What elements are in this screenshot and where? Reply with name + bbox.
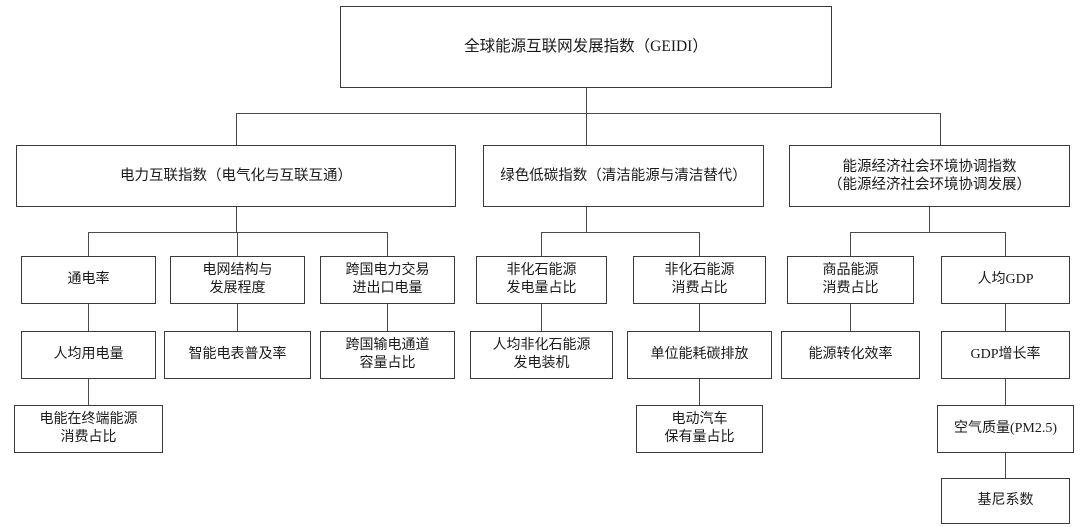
connector-level2-bus xyxy=(236,113,941,115)
node-root-geidi-label: 全球能源互联网发展指数（GEIDI） xyxy=(464,38,708,56)
node-power-c2-r1[interactable]: 电网结构与 发展程度 xyxy=(170,256,305,304)
connector-power-drop-1 xyxy=(88,232,90,256)
connector-chain-e1-a xyxy=(850,304,852,331)
node-power-c2-r2[interactable]: 智能电表普及率 xyxy=(164,331,311,379)
node-green-c1-r1[interactable]: 非化石能源 发电量占比 xyxy=(476,256,607,304)
node-power-c3-r2-label: 跨国输电通道 容量占比 xyxy=(345,338,430,371)
node-power-c1-r3[interactable]: 电能在终端能源 消费占比 xyxy=(14,405,163,453)
connector-green-bus xyxy=(541,232,700,234)
connector-power-drop-3 xyxy=(387,232,389,256)
node-power-c2-r1-label: 电网结构与 发展程度 xyxy=(202,263,273,296)
connector-eco-drop-1 xyxy=(850,232,852,256)
node-root-geidi[interactable]: 全球能源互联网发展指数（GEIDI） xyxy=(340,6,832,88)
node-eco-c2-r2-label: GDP增长率 xyxy=(970,347,1041,363)
node-eco-c2-r2[interactable]: GDP增长率 xyxy=(941,331,1070,379)
node-eco-c2-r4-label: 基尼系数 xyxy=(977,493,1034,509)
connector-green-drop-2 xyxy=(699,232,701,256)
connector-chain-g1-a xyxy=(541,304,543,331)
node-eco-c2-r1[interactable]: 人均GDP xyxy=(941,256,1070,304)
node-power-c1-r1[interactable]: 通电率 xyxy=(21,256,156,304)
node-green-c1-r2[interactable]: 人均非化石能源 发电装机 xyxy=(470,331,613,379)
node-eco-c2-r3[interactable]: 空气质量(PM2.5) xyxy=(937,405,1074,453)
node-level2-power-interconnection-label: 电力互联指数（电气化与互联互通） xyxy=(120,167,352,184)
node-level2-energy-eco-social-env[interactable]: 能源经济社会环境协调指数 （能源经济社会环境协调发展） xyxy=(789,145,1070,207)
connector-eco-down xyxy=(929,207,931,233)
node-eco-c2-r4[interactable]: 基尼系数 xyxy=(941,478,1070,524)
node-level2-energy-eco-social-env-label: 能源经济社会环境协调指数 （能源经济社会环境协调发展） xyxy=(828,158,1031,193)
connector-eco-bus xyxy=(850,232,1006,234)
node-green-c2-r3[interactable]: 电动汽车 保有量占比 xyxy=(636,405,763,453)
connector-chain-e2-c xyxy=(1005,453,1007,478)
connector-level2-drop-eco xyxy=(940,113,942,145)
node-green-c1-r1-label: 非化石能源 发电量占比 xyxy=(506,263,577,296)
node-power-c1-r2[interactable]: 人均用电量 xyxy=(21,331,156,379)
node-power-c1-r3-label: 电能在终端能源 消费占比 xyxy=(39,412,138,445)
node-eco-c2-r1-label: 人均GDP xyxy=(977,272,1034,288)
connector-chain-g2-a xyxy=(699,304,701,331)
node-eco-c1-r2[interactable]: 能源转化效率 xyxy=(781,331,920,379)
connector-level2-drop-green xyxy=(586,113,588,145)
node-level2-green-low-carbon[interactable]: 绿色低碳指数（清洁能源与清洁替代） xyxy=(483,145,764,207)
connector-green-down xyxy=(586,207,588,233)
connector-green-drop-1 xyxy=(541,232,543,256)
node-level2-green-low-carbon-label: 绿色低碳指数（清洁能源与清洁替代） xyxy=(500,167,747,184)
node-green-c1-r2-label: 人均非化石能源 发电装机 xyxy=(492,338,591,371)
connector-chain-e2-b xyxy=(1005,378,1007,405)
node-power-c1-r1-label: 通电率 xyxy=(67,272,110,288)
node-green-c2-r2-label: 单位能耗碳排放 xyxy=(650,347,749,363)
node-green-c2-r1[interactable]: 非化石能源 消费占比 xyxy=(633,256,766,304)
node-eco-c1-r2-label: 能源转化效率 xyxy=(808,347,893,363)
node-power-c3-r1-label: 跨国电力交易 进出口电量 xyxy=(345,263,430,296)
node-green-c2-r3-label: 电动汽车 保有量占比 xyxy=(664,412,735,445)
connector-chain-g2-b xyxy=(699,378,701,405)
connector-chain-p1-b xyxy=(88,378,90,405)
connector-level2-drop-power xyxy=(236,113,238,145)
node-power-c3-r1[interactable]: 跨国电力交易 进出口电量 xyxy=(320,256,455,304)
connector-chain-e2-a xyxy=(1005,304,1007,331)
node-green-c2-r2[interactable]: 单位能耗碳排放 xyxy=(627,331,772,379)
connector-chain-p3-a xyxy=(387,304,389,331)
node-power-c2-r2-label: 智能电表普及率 xyxy=(188,347,287,363)
node-level2-power-interconnection[interactable]: 电力互联指数（电气化与互联互通） xyxy=(16,145,456,207)
connector-eco-drop-2 xyxy=(1005,232,1007,256)
node-power-c1-r2-label: 人均用电量 xyxy=(53,347,124,363)
node-green-c2-r1-label: 非化石能源 消费占比 xyxy=(664,263,735,296)
connector-chain-p2-a xyxy=(237,304,239,331)
connector-chain-p1-a xyxy=(88,304,90,331)
node-eco-c1-r1[interactable]: 商品能源 消费占比 xyxy=(787,256,914,304)
connector-power-drop-2 xyxy=(237,232,239,256)
node-power-c3-r2[interactable]: 跨国输电通道 容量占比 xyxy=(320,331,455,379)
connector-root-down xyxy=(586,88,588,114)
node-eco-c1-r1-label: 商品能源 消费占比 xyxy=(822,263,879,296)
node-eco-c2-r3-label: 空气质量(PM2.5) xyxy=(953,421,1058,437)
connector-power-down xyxy=(236,207,238,233)
